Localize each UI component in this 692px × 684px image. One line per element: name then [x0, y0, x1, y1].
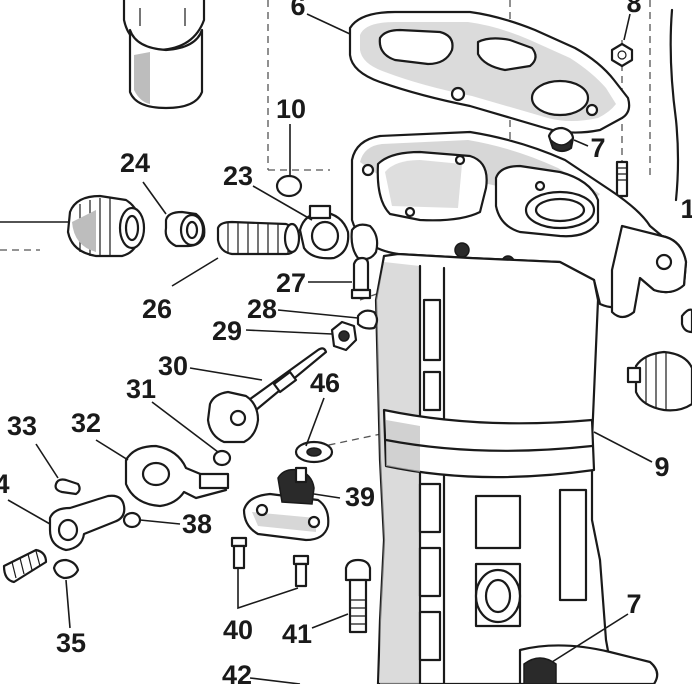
pin-33-part [54, 478, 81, 496]
screw-35-part [52, 558, 80, 580]
washer-38-part [122, 511, 142, 529]
plug-7-part [547, 126, 575, 153]
callout-40: 40 [223, 615, 253, 645]
leader-line [171, 257, 219, 287]
leader-line [623, 13, 631, 41]
pin-28-part [356, 309, 379, 330]
callout-39: 39 [345, 482, 375, 512]
spring-lower-part [2, 548, 48, 584]
lever-32-part [124, 444, 230, 508]
callout-30: 30 [158, 351, 188, 381]
leader-line [189, 367, 263, 381]
callout-27: 27 [276, 268, 306, 298]
callout-38: 38 [182, 509, 212, 539]
bracket-4-part [48, 494, 126, 552]
callout-10: 10 [276, 94, 306, 124]
callout-23: 23 [223, 161, 253, 191]
leader-line [551, 613, 629, 663]
gasket-part [348, 10, 631, 134]
leader-line [139, 519, 181, 525]
cable-part [669, 8, 680, 202]
callout-46: 46 [310, 368, 340, 398]
callout-32: 32 [71, 408, 101, 438]
clamp-part [298, 204, 379, 261]
fitting-right-part [626, 350, 692, 412]
leader-line [593, 431, 653, 463]
leader-line [151, 401, 219, 453]
callout-42: 42 [222, 660, 252, 684]
callout-29: 29 [212, 316, 242, 346]
callout-7-upper: 7 [590, 133, 605, 163]
shaft-30-part [206, 347, 328, 444]
leader-line [249, 677, 301, 684]
callout-41: 41 [282, 619, 312, 649]
washer-31-part [212, 449, 232, 467]
nut-8-part [610, 42, 634, 68]
main-housing [350, 130, 688, 684]
grommet-part [66, 194, 146, 258]
callout-6: 6 [290, 0, 305, 21]
callout-31: 31 [126, 374, 156, 404]
leader-line [237, 568, 299, 610]
callout-7-lower: 7 [626, 589, 641, 619]
leader-line [65, 579, 71, 629]
stud-part [615, 160, 629, 198]
callout-35: 35 [56, 628, 86, 658]
leader-line [573, 139, 589, 147]
screw-40a-part [230, 536, 248, 570]
leader-line [311, 613, 349, 629]
leader-line [142, 181, 167, 215]
o-ring-part [275, 174, 303, 198]
leader-line [313, 493, 341, 499]
callout-1: 1 [680, 194, 692, 224]
leader-line [95, 439, 129, 461]
callout-33: 33 [7, 411, 37, 441]
cylinder-sleeve [122, 0, 206, 110]
nut-29-part [330, 320, 358, 352]
screw-27-part [350, 256, 372, 300]
leader-line [306, 13, 351, 35]
screw-40b-part [292, 554, 310, 588]
callout-4: 4 [0, 469, 10, 499]
bolt-41-part [344, 558, 372, 634]
leader-line [7, 499, 51, 525]
callout-8: 8 [626, 0, 641, 18]
leader-line [277, 309, 359, 319]
leader-line [305, 397, 325, 447]
leader-line [35, 443, 59, 479]
valve-plate-39-part [242, 466, 330, 542]
callout-26: 26 [142, 294, 172, 324]
clip-right-part [680, 308, 692, 334]
spring-part [216, 220, 301, 256]
washer-46-part [294, 440, 334, 464]
bushing-part [164, 210, 206, 248]
leader-line [245, 329, 333, 335]
callout-9: 9 [654, 452, 669, 482]
callout-28: 28 [247, 294, 277, 324]
callout-24: 24 [120, 148, 150, 178]
leader-lines [0, 13, 653, 684]
leader-line [252, 185, 313, 221]
